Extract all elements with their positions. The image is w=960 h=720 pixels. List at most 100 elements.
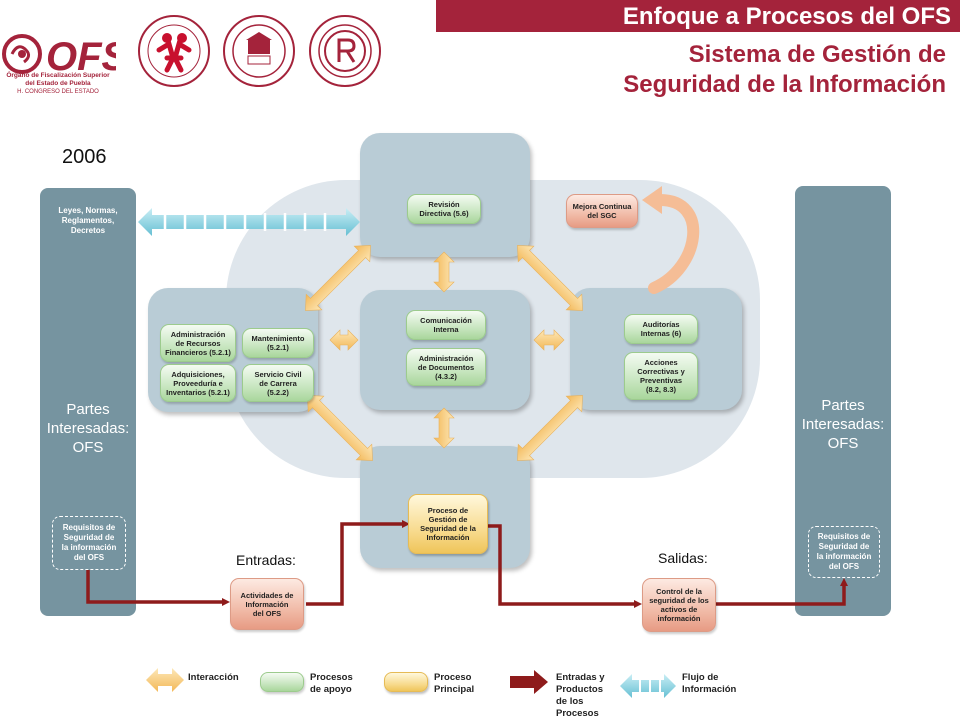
equidad-de-genero-seal-icon bbox=[138, 15, 210, 87]
req-line: Seguridad de bbox=[818, 542, 870, 551]
node-line: del SGC bbox=[587, 211, 617, 220]
header-bar bbox=[436, 0, 960, 32]
legend-principal-label: Proceso Principal bbox=[434, 672, 474, 696]
node-line: Proceso de bbox=[427, 506, 469, 515]
salidas-label: Salidas: bbox=[658, 550, 708, 566]
legend-information-flow-icon bbox=[620, 674, 676, 698]
header-subtitle: Sistema de Gestión de Seguridad de la In… bbox=[560, 40, 946, 100]
req-line: Seguridad de bbox=[63, 533, 115, 542]
title-line: OFS bbox=[72, 439, 104, 456]
legend-apoyo-swatch bbox=[260, 672, 304, 692]
mejora-continua-node: Mejora Continua del SGC bbox=[566, 194, 638, 228]
requisitos-left-box: Requisitos de Seguridad de la informació… bbox=[52, 516, 126, 570]
node-line: información bbox=[657, 614, 701, 623]
node-line: Revisión bbox=[428, 200, 460, 209]
node-line: (8.2, 8.3) bbox=[645, 385, 676, 394]
year-label: 2006 bbox=[62, 146, 107, 168]
node-line: Financieros (5.2.1) bbox=[165, 347, 231, 357]
actividades-informacion-node: Actividades de Información del OFS bbox=[230, 578, 304, 630]
node-line: Administración bbox=[418, 353, 474, 363]
mantenimiento-node: Mantenimiento (5.2.1) bbox=[242, 328, 314, 358]
node-line: Inventarios (5.2.1) bbox=[166, 387, 230, 397]
node-line: Correctivas y bbox=[637, 367, 685, 376]
partes-interesadas-right-column bbox=[795, 186, 891, 616]
legend-flow-label: Flujo de Información bbox=[682, 672, 736, 696]
req-line: Requisitos de bbox=[817, 532, 871, 541]
acciones-correctivas-node: Acciones Correctivas y Preventivas (8.2,… bbox=[624, 352, 698, 400]
legend-line: Productos bbox=[556, 684, 603, 695]
legend-line: Entradas y bbox=[556, 672, 605, 683]
legend-line: Interacción bbox=[188, 672, 239, 683]
interaction-arrows bbox=[305, 245, 583, 461]
req-line: del OFS bbox=[73, 553, 105, 562]
req-line: del OFS bbox=[828, 562, 860, 571]
partes-interesadas-left-title: Partes Interesadas: OFS bbox=[40, 400, 136, 457]
revision-directiva-node: Revisión Directiva (5.6) bbox=[407, 194, 481, 224]
ofs-mark: OFS bbox=[46, 35, 116, 79]
mejora-continua-arrow bbox=[642, 186, 700, 294]
ofs-logo-text: Órgano de Fiscalización Superior del Est… bbox=[0, 72, 116, 96]
auditorias-internas-node: Auditorías Internas (6) bbox=[624, 314, 698, 344]
ofs-logo-line: del Estado de Puebla bbox=[25, 80, 91, 87]
control-seguridad-node: Control de la seguridad de los activos d… bbox=[642, 578, 716, 632]
node-line: Auditorías bbox=[642, 320, 680, 329]
adquisiciones-node: Adquisiciones, Proveeduría e Inventarios… bbox=[160, 364, 236, 402]
node-line: Seguridad de la bbox=[420, 524, 476, 533]
node-line: Interna bbox=[433, 325, 459, 334]
node-line: del OFS bbox=[252, 608, 282, 618]
node-line: Información bbox=[426, 533, 470, 542]
header-title: Enfoque a Procesos del OFS bbox=[622, 3, 951, 30]
partes-interesadas-right-title: Partes Interesadas: OFS bbox=[795, 396, 891, 453]
node-line: Servicio Civil bbox=[254, 369, 302, 379]
leyes-line: Leyes, Normas, bbox=[58, 206, 118, 215]
ofs-logo: OFS bbox=[2, 34, 116, 79]
legend-line: de apoyo bbox=[310, 684, 352, 695]
subtitle-line: Sistema de Gestión de bbox=[688, 41, 946, 68]
legend-line: Procesos bbox=[310, 672, 353, 683]
inputs-outputs-flow bbox=[86, 520, 848, 608]
node-line: Actividades de bbox=[240, 590, 294, 600]
servicio-civil-node: Servicio Civil de Carrera (5.2.2) bbox=[242, 364, 314, 402]
legend-interaction-icon bbox=[146, 668, 184, 692]
node-line: Administración bbox=[170, 329, 226, 339]
legend-apoyo-label: Procesos de apoyo bbox=[310, 672, 353, 696]
ofs-logo-line: H. CONGRESO DEL ESTADO bbox=[17, 89, 99, 95]
leyes-line: Reglamentos, bbox=[61, 216, 115, 225]
legend-principal-swatch bbox=[384, 672, 428, 692]
admin-recursos-node: Administración de Recursos Financieros (… bbox=[160, 324, 236, 362]
node-line: Comunicación bbox=[420, 316, 472, 325]
node-line: Control de la bbox=[656, 587, 702, 596]
ofs-logo-line: Órgano de Fiscalización Superior bbox=[6, 72, 110, 79]
node-line: Mejora Continua bbox=[572, 202, 632, 211]
title-line: Partes bbox=[821, 397, 865, 414]
node-line: de Carrera bbox=[259, 378, 297, 388]
legend-line: Información bbox=[682, 684, 737, 695]
node-line: Mantenimiento bbox=[251, 334, 305, 343]
subtitle-line: Seguridad de la Información bbox=[623, 71, 946, 98]
node-line: Adquisiciones, bbox=[171, 369, 225, 379]
information-flow-arrow bbox=[138, 208, 360, 236]
partes-interesadas-left-column bbox=[40, 188, 136, 616]
requisitos-right-box: Requisitos de Seguridad de la informació… bbox=[808, 526, 880, 578]
node-line: de Recursos bbox=[175, 338, 221, 348]
proceso-principal-node: Proceso de Gestión de Seguridad de la In… bbox=[408, 494, 488, 554]
leyes-line: Decretos bbox=[70, 226, 106, 235]
node-line: de Documentos bbox=[417, 362, 475, 372]
node-line: Proveeduría e bbox=[173, 378, 223, 388]
admin-documentos-node: Administración de Documentos (4.3.2) bbox=[406, 348, 486, 386]
node-line: Internas (6) bbox=[640, 329, 682, 338]
node-line: Información bbox=[245, 599, 289, 609]
node-line: Directiva (5.6) bbox=[419, 209, 469, 218]
legend-io-icon bbox=[510, 670, 548, 694]
node-line: (4.3.2) bbox=[435, 371, 457, 381]
req-line: Requisitos de bbox=[62, 523, 116, 532]
legend-line: Principal bbox=[434, 684, 475, 695]
node-line: seguridad de los bbox=[649, 596, 709, 605]
title-line: OFS bbox=[827, 435, 859, 452]
ofs-emblem-icon bbox=[2, 34, 42, 74]
node-line: activos de bbox=[660, 605, 698, 614]
legend-line: de los bbox=[556, 696, 584, 707]
legend-line: Procesos bbox=[556, 708, 599, 719]
legend-line: Proceso bbox=[434, 672, 472, 683]
